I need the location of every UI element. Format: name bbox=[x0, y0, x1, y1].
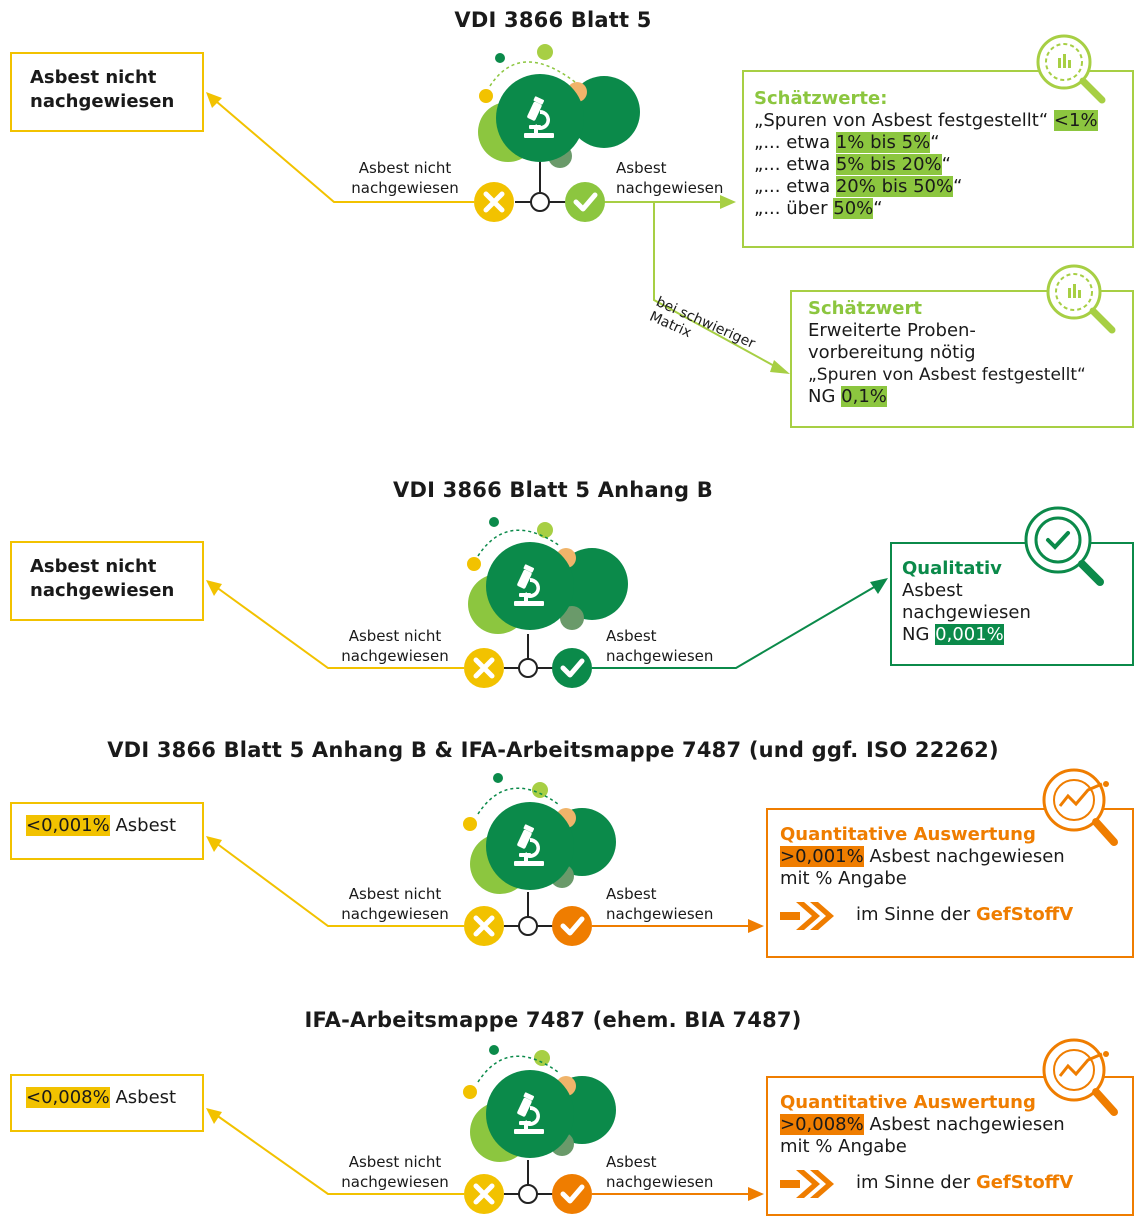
estimate-line-3: „Spuren von Asbest festgestellt“ bbox=[808, 365, 1086, 385]
ng-label: NG bbox=[808, 386, 836, 407]
estimates-line-3: „... etwa 5% bis 20%“ bbox=[754, 154, 1122, 176]
magnifier-trend-icon bbox=[1042, 1038, 1118, 1116]
negative-result-box-2: Asbest nicht nachgewiesen bbox=[10, 541, 204, 621]
text: “ bbox=[953, 176, 963, 197]
text: „... über bbox=[754, 198, 828, 219]
estimates-box: Schätzwerte: „Spuren von Asbest festgest… bbox=[742, 70, 1134, 248]
estimates-line-2: „... etwa 1% bis 5%“ bbox=[754, 132, 1122, 154]
text: “ bbox=[873, 198, 883, 219]
qualitative-ng: NG 0,001% bbox=[902, 624, 1122, 646]
text: Asbest nachgewiesen bbox=[869, 1114, 1065, 1135]
ng-value: 0,1% bbox=[841, 386, 887, 407]
label-negative-text: Asbest nicht nachgewiesen bbox=[341, 627, 449, 665]
estimate-line-1: Erweiterte Proben- bbox=[808, 320, 976, 341]
qualitative-box: Qualitativ Asbest nachgewiesen NG 0,001% bbox=[890, 542, 1134, 666]
estimates-line-5: „... über 50%“ bbox=[754, 198, 1122, 220]
section-title-4: IFA-Arbeitsmappe 7487 (ehem. BIA 7487) bbox=[304, 1008, 802, 1032]
estimate-ng: NG 0,1% bbox=[808, 386, 1116, 408]
section-title-2: VDI 3866 Blatt 5 Anhang B bbox=[393, 478, 713, 502]
magnifier-check-icon bbox=[1024, 506, 1104, 586]
label-positive-text: Asbest nachgewiesen bbox=[606, 885, 714, 923]
text: „Spuren von Asbest festgestellt“ bbox=[754, 110, 1049, 131]
negative-result-box-3: <0,001% Asbest bbox=[10, 802, 204, 860]
magnifier-chart-icon bbox=[1046, 264, 1116, 334]
threshold-value: >0,008% bbox=[780, 1114, 864, 1135]
highlight: 20% bis 50% bbox=[835, 176, 954, 197]
limit-value: <0,008% bbox=[26, 1087, 110, 1108]
quantitative-box-2: Quantitative Auswertung >0,008% Asbest n… bbox=[766, 1076, 1134, 1216]
highlight: 1% bis 5% bbox=[835, 132, 931, 153]
double-arrow-icon bbox=[780, 902, 834, 930]
label-positive-text: Asbest nachgewiesen bbox=[606, 1153, 714, 1191]
qualitative-line-2: nachgewiesen bbox=[902, 602, 1031, 623]
text: im Sinne der bbox=[856, 904, 971, 925]
text: Asbest nachgewiesen bbox=[869, 846, 1065, 867]
label-negative-1: Asbest nicht nachgewiesen bbox=[340, 158, 470, 198]
label-negative-4: Asbest nicht nachgewiesen bbox=[330, 1152, 460, 1192]
ng-label: NG bbox=[902, 624, 930, 645]
quantitative-line-1: >0,008% Asbest nachgewiesen bbox=[780, 1114, 1120, 1136]
section-title-3: VDI 3866 Blatt 5 Anhang B & IFA-Arbeitsm… bbox=[107, 738, 999, 762]
magnifier-trend-icon bbox=[1042, 768, 1118, 846]
highlight: 50% bbox=[833, 198, 874, 219]
highlight: <1% bbox=[1053, 110, 1098, 131]
text: „... etwa bbox=[754, 176, 831, 197]
gefstoffv-line: im Sinne der GefStoffV bbox=[780, 902, 1120, 930]
estimates-line-4: „... etwa 20% bis 50%“ bbox=[754, 176, 1122, 198]
label-positive-3: Asbest nachgewiesen bbox=[606, 884, 728, 924]
label-positive-1: Asbest nachgewiesen bbox=[616, 158, 738, 198]
label-positive-4: Asbest nachgewiesen bbox=[606, 1152, 728, 1192]
text: „... etwa bbox=[754, 154, 831, 175]
limit-text: Asbest bbox=[115, 815, 177, 836]
magnifier-chart-icon bbox=[1036, 34, 1106, 104]
label-negative-text: Asbest nicht nachgewiesen bbox=[341, 1153, 449, 1191]
label-negative-text: Asbest nicht nachgewiesen bbox=[341, 885, 449, 923]
qualitative-line-1: Asbest bbox=[902, 580, 963, 601]
label-positive-text: Asbest nachgewiesen bbox=[616, 159, 724, 197]
label-negative-2: Asbest nicht nachgewiesen bbox=[330, 626, 460, 666]
quantitative-line-2: mit % Angabe bbox=[780, 868, 907, 889]
double-arrow-icon bbox=[780, 1170, 834, 1198]
flow-lines-1 bbox=[206, 44, 790, 374]
quantitative-heading: Quantitative Auswertung bbox=[780, 1092, 1036, 1113]
label-positive-2: Asbest nachgewiesen bbox=[606, 626, 728, 666]
section-title-1: VDI 3866 Blatt 5 bbox=[454, 8, 652, 32]
negative-result-text: Asbest nicht nachgewiesen bbox=[30, 67, 175, 112]
estimate-heading: Schätzwert bbox=[808, 298, 922, 319]
text: “ bbox=[941, 154, 951, 175]
gefstoffv-line: im Sinne der GefStoffV bbox=[780, 1170, 1120, 1198]
qualitative-heading: Qualitativ bbox=[902, 558, 1002, 579]
limit-value: <0,001% bbox=[26, 815, 110, 836]
quantitative-heading: Quantitative Auswertung bbox=[780, 824, 1036, 845]
estimates-heading: Schätzwerte: bbox=[754, 88, 888, 109]
threshold-value: >0,001% bbox=[780, 846, 864, 867]
estimates-line-1: „Spuren von Asbest festgestellt“ <1% bbox=[754, 110, 1122, 132]
negative-result-text: Asbest nicht nachgewiesen bbox=[30, 556, 175, 601]
quantitative-line-1: >0,001% Asbest nachgewiesen bbox=[780, 846, 1120, 868]
gefstoffv-text: GefStoffV bbox=[975, 1172, 1074, 1193]
label-negative-3: Asbest nicht nachgewiesen bbox=[330, 884, 460, 924]
negative-result-box-1: Asbest nicht nachgewiesen bbox=[10, 52, 204, 132]
text: „... etwa bbox=[754, 132, 831, 153]
gefstoffv-text: GefStoffV bbox=[975, 904, 1074, 925]
quantitative-box-1: Quantitative Auswertung >0,001% Asbest n… bbox=[766, 808, 1134, 958]
text: “ bbox=[930, 132, 940, 153]
negative-result-box-4: <0,008% Asbest bbox=[10, 1074, 204, 1132]
label-positive-text: Asbest nachgewiesen bbox=[606, 627, 714, 665]
label-negative-text: Asbest nicht nachgewiesen bbox=[351, 159, 459, 197]
highlight: 5% bis 20% bbox=[835, 154, 942, 175]
quantitative-line-2: mit % Angabe bbox=[780, 1136, 907, 1157]
estimate-line-2: vorbereitung nötig bbox=[808, 342, 976, 363]
limit-text: Asbest bbox=[115, 1087, 177, 1108]
ng-value: 0,001% bbox=[935, 624, 1004, 645]
text: im Sinne der bbox=[856, 1172, 971, 1193]
